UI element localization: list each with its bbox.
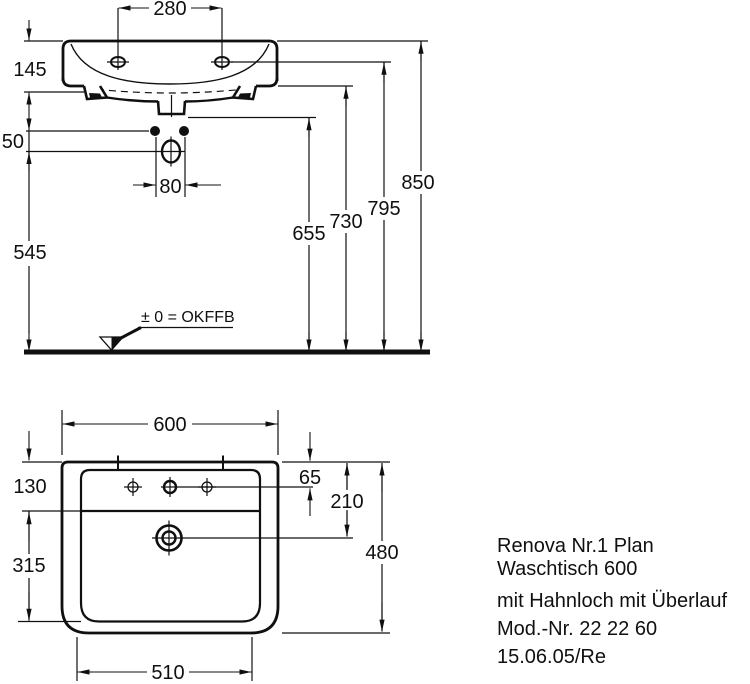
dim-80: 80 (133, 137, 221, 198)
dim-label-80: 80 (159, 176, 181, 198)
dim-65: 65 (299, 432, 321, 516)
dim-510: 510 (77, 662, 252, 684)
dim-145: 145 (13, 20, 47, 111)
level-marker: ± 0 = OKFFB (98, 309, 235, 351)
basin-underside-right (184, 96, 234, 103)
plan-tap-hole-option-left (124, 478, 142, 496)
plan-drain (152, 520, 353, 556)
mounting-bolt-right (179, 126, 189, 136)
mounting-bolt-left (150, 126, 160, 136)
product-line-1: Renova Nr.1 Plan (497, 535, 654, 557)
plan-tap-hole-option-right (198, 478, 216, 496)
plan-outline (60, 460, 280, 635)
dim-label-545: 545 (13, 242, 46, 264)
front-view: 280 145 50 545 80 (2, 0, 435, 355)
dim-label-655: 655 (292, 223, 325, 245)
basin-hidden-bottom (84, 87, 255, 94)
plan-tap-hole-center (162, 477, 178, 497)
dim-label-130: 130 (13, 476, 46, 498)
dim-label-730: 730 (329, 211, 362, 233)
basin-inner-rim (70, 43, 270, 85)
dim-label-795: 795 (367, 198, 400, 220)
dim-280: 280 (118, 0, 222, 20)
faucet-hole-right (211, 53, 233, 70)
product-info-block: Renova Nr.1 Plan Waschtisch 600 mit Hahn… (497, 535, 728, 668)
dim-label-850: 850 (401, 172, 434, 194)
dim-315: 315 (12, 511, 46, 621)
dim-130: 130 (13, 431, 47, 498)
dim-label-600: 600 (153, 414, 186, 436)
dim-label-280: 280 (153, 0, 186, 20)
dim-label-510: 510 (151, 662, 184, 684)
basin-outline (61, 39, 279, 88)
plan-reference-lines (18, 410, 390, 681)
dim-210: 210 (330, 463, 364, 537)
product-line-5: 15.06.05/Re (497, 646, 606, 668)
dim-545: 545 (13, 151, 47, 352)
front-reference-lines (24, 8, 428, 153)
product-line-4: Mod.-Nr. 22 22 60 (497, 618, 657, 640)
plan-inner-rim (79, 468, 262, 623)
tap-connection-hole (157, 136, 185, 167)
dim-600: 600 (62, 414, 278, 436)
bracket-bar-left (89, 93, 102, 98)
dim-50: 50 (2, 111, 32, 171)
dim-label-145: 145 (13, 59, 46, 81)
dim-label-480: 480 (365, 542, 398, 564)
level-label: ± 0 = OKFFB (141, 309, 235, 326)
dim-730: 730 (329, 86, 363, 352)
faucet-hole-left (107, 53, 129, 70)
dim-480: 480 (365, 463, 399, 632)
dim-label-210: 210 (330, 491, 363, 513)
product-line-3: mit Hahnloch mit Überlauf (497, 590, 728, 612)
dim-label-50: 50 (2, 131, 24, 153)
dim-655: 655 (292, 117, 326, 352)
plan-view: 600 130 315 65 210 (12, 410, 399, 684)
product-line-2: Waschtisch 600 (497, 558, 637, 580)
dim-label-315: 315 (12, 555, 45, 577)
basin-underside-left (106, 96, 159, 103)
bracket-bar-right (238, 93, 251, 98)
dim-850: 850 (401, 41, 435, 352)
dim-label-65: 65 (299, 467, 321, 489)
dim-795: 795 (367, 62, 401, 352)
